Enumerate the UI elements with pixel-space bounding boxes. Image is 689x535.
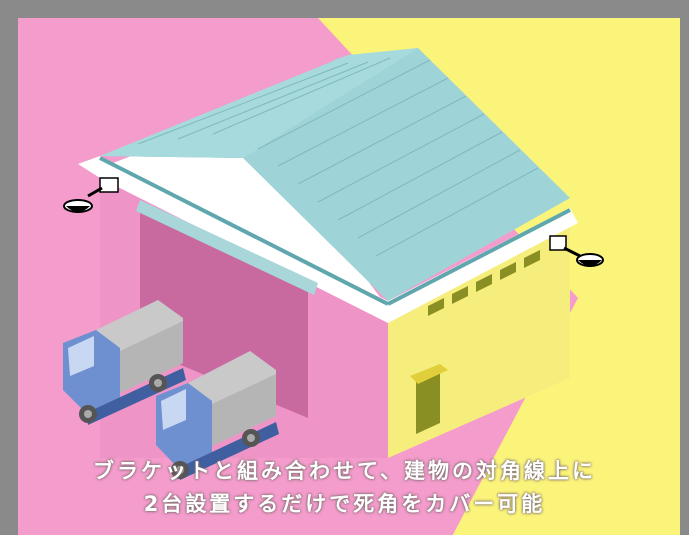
caption-line-2: 2台設置するだけで死角をカバー可能 xyxy=(143,492,546,516)
truck-icon xyxy=(63,300,186,425)
warehouse-icon xyxy=(78,48,578,458)
scene-svg xyxy=(18,18,680,535)
security-camera-icon-2 xyxy=(549,235,604,267)
truck-icon-2 xyxy=(156,351,279,480)
warehouse-scene xyxy=(18,18,680,535)
caption-line-1: ブラケットと組み合わせて、建物の対角線上に xyxy=(93,459,596,483)
caption: ブラケットと組み合わせて、建物の対角線上に 2台設置するだけで死角をカバー可能 xyxy=(18,455,671,521)
security-camera-icon xyxy=(63,177,119,213)
